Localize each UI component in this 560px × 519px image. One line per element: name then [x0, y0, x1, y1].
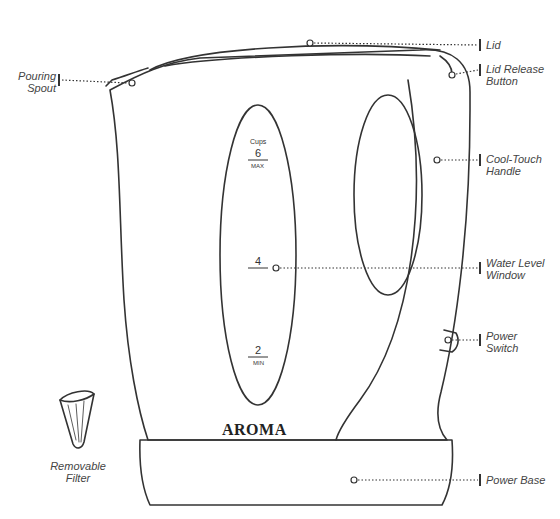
lid-edge [165, 54, 430, 66]
leader-line [280, 267, 478, 268]
scale-note: MIN [253, 359, 264, 367]
handle-opening [354, 95, 422, 295]
leader-dot [449, 72, 455, 78]
power-base [140, 440, 453, 505]
leader-line [358, 479, 478, 480]
brand-logo: AROMA [222, 421, 287, 439]
leader-dot [445, 337, 451, 343]
leader-tick [479, 262, 481, 274]
leader-dot [351, 477, 357, 483]
scale-number: 2 [255, 344, 261, 357]
scale-note: MAX [251, 162, 264, 170]
level-tick [248, 268, 268, 269]
leader-dot [434, 157, 440, 163]
part-label: Cool-Touch Handle [486, 153, 552, 177]
leader-tick [479, 474, 481, 486]
leader-line [456, 70, 478, 74]
part-label: Power Base [486, 474, 545, 486]
handle-inner-edge [336, 80, 416, 440]
scale-number: 4 [255, 255, 261, 268]
leader-tick [479, 39, 481, 51]
filter-rim [60, 394, 94, 402]
leader-line [314, 43, 478, 45]
part-label: Removable Filter [38, 460, 118, 484]
scale-unit: Cups [250, 137, 266, 146]
leader-dot [273, 265, 279, 271]
part-label: Water Level Window [486, 257, 554, 281]
scale-number: 6 [255, 147, 261, 160]
part-label: Power Switch [486, 330, 536, 354]
lid [150, 46, 440, 70]
kettle-body [110, 50, 470, 440]
leader-dot [307, 40, 313, 46]
removable-filter [60, 391, 94, 448]
leader-tick [479, 334, 481, 346]
leader-tick [479, 154, 481, 166]
power-switch [440, 330, 458, 352]
leader-tick [479, 64, 481, 76]
filter-mesh [68, 401, 84, 442]
part-label: Lid Release Button [486, 63, 554, 87]
spout-lip [106, 68, 148, 86]
leader-line [452, 339, 478, 340]
part-label: Pouring Spout [4, 70, 56, 94]
part-label: Lid [486, 39, 501, 51]
lid-release-button [440, 56, 452, 74]
leader-tick [58, 74, 60, 86]
level-tick [248, 160, 268, 161]
leader-line [62, 80, 128, 83]
leader-line [441, 159, 478, 160]
level-tick [248, 357, 268, 358]
water-level-window [220, 105, 296, 405]
leader-dot [129, 80, 135, 86]
